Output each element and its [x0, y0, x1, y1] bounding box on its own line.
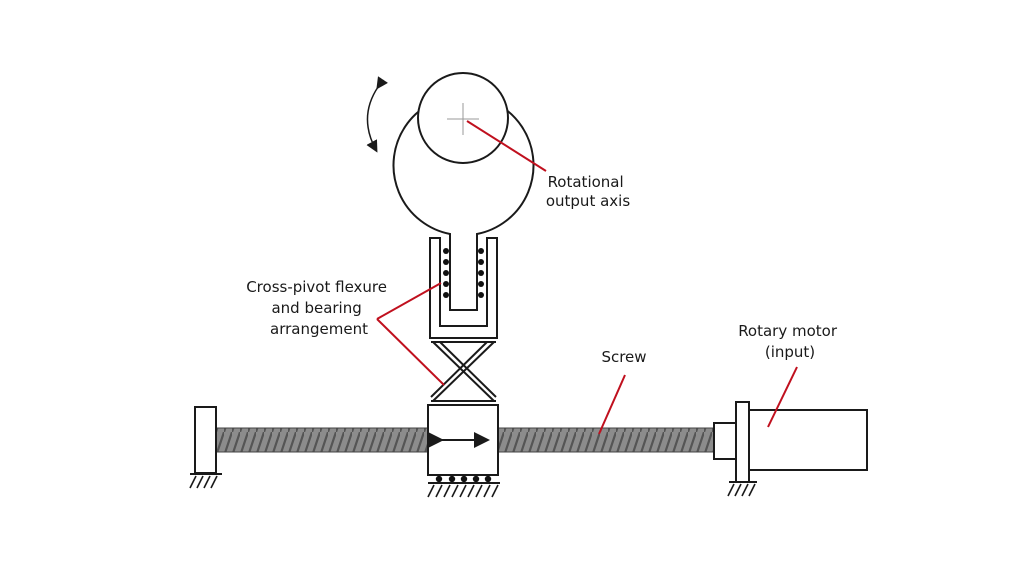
label-rotational-axis-line2: output axis [546, 192, 630, 210]
screw-coupling [713, 422, 737, 460]
left-ground-hatch-icon [189, 475, 218, 489]
leader-lines [376, 120, 798, 435]
rotary-motor-body [748, 409, 868, 471]
label-motor: Rotary motor (input) [738, 322, 842, 361]
motor-flange [735, 401, 750, 483]
leader-rotational-axis [466, 120, 547, 172]
leader-cross-pivot-bearing [376, 282, 442, 320]
carriage-bearing-balls [435, 475, 492, 483]
label-cross-pivot-line1: Cross-pivot flexure [246, 278, 387, 296]
left-end-support [190, 406, 222, 475]
label-cross-pivot-line3: arrangement [270, 320, 368, 338]
carriage-ground-hatch-icon [427, 484, 499, 498]
label-screw: Screw [601, 348, 646, 366]
housing-bearing-balls [443, 248, 484, 298]
label-rotational-axis: Rotational output axis [546, 173, 630, 210]
motor-ground-hatch-icon [727, 483, 756, 497]
bearing-housing [429, 237, 498, 339]
rotation-arrow-icon [366, 76, 388, 153]
label-motor-line1: Rotary motor [738, 322, 838, 340]
label-cross-pivot: Cross-pivot flexure and bearing arrangem… [246, 278, 392, 338]
cross-pivot-flexure [430, 337, 497, 406]
leader-cross-pivot-flexure [376, 318, 445, 386]
label-rotational-axis-line1: Rotational [548, 173, 624, 191]
leader-screw [598, 374, 626, 435]
leader-motor [767, 366, 798, 428]
label-motor-line2: (input) [765, 343, 815, 361]
label-cross-pivot-line2: and bearing [271, 299, 361, 317]
axis-crosshair-icon [447, 103, 479, 135]
